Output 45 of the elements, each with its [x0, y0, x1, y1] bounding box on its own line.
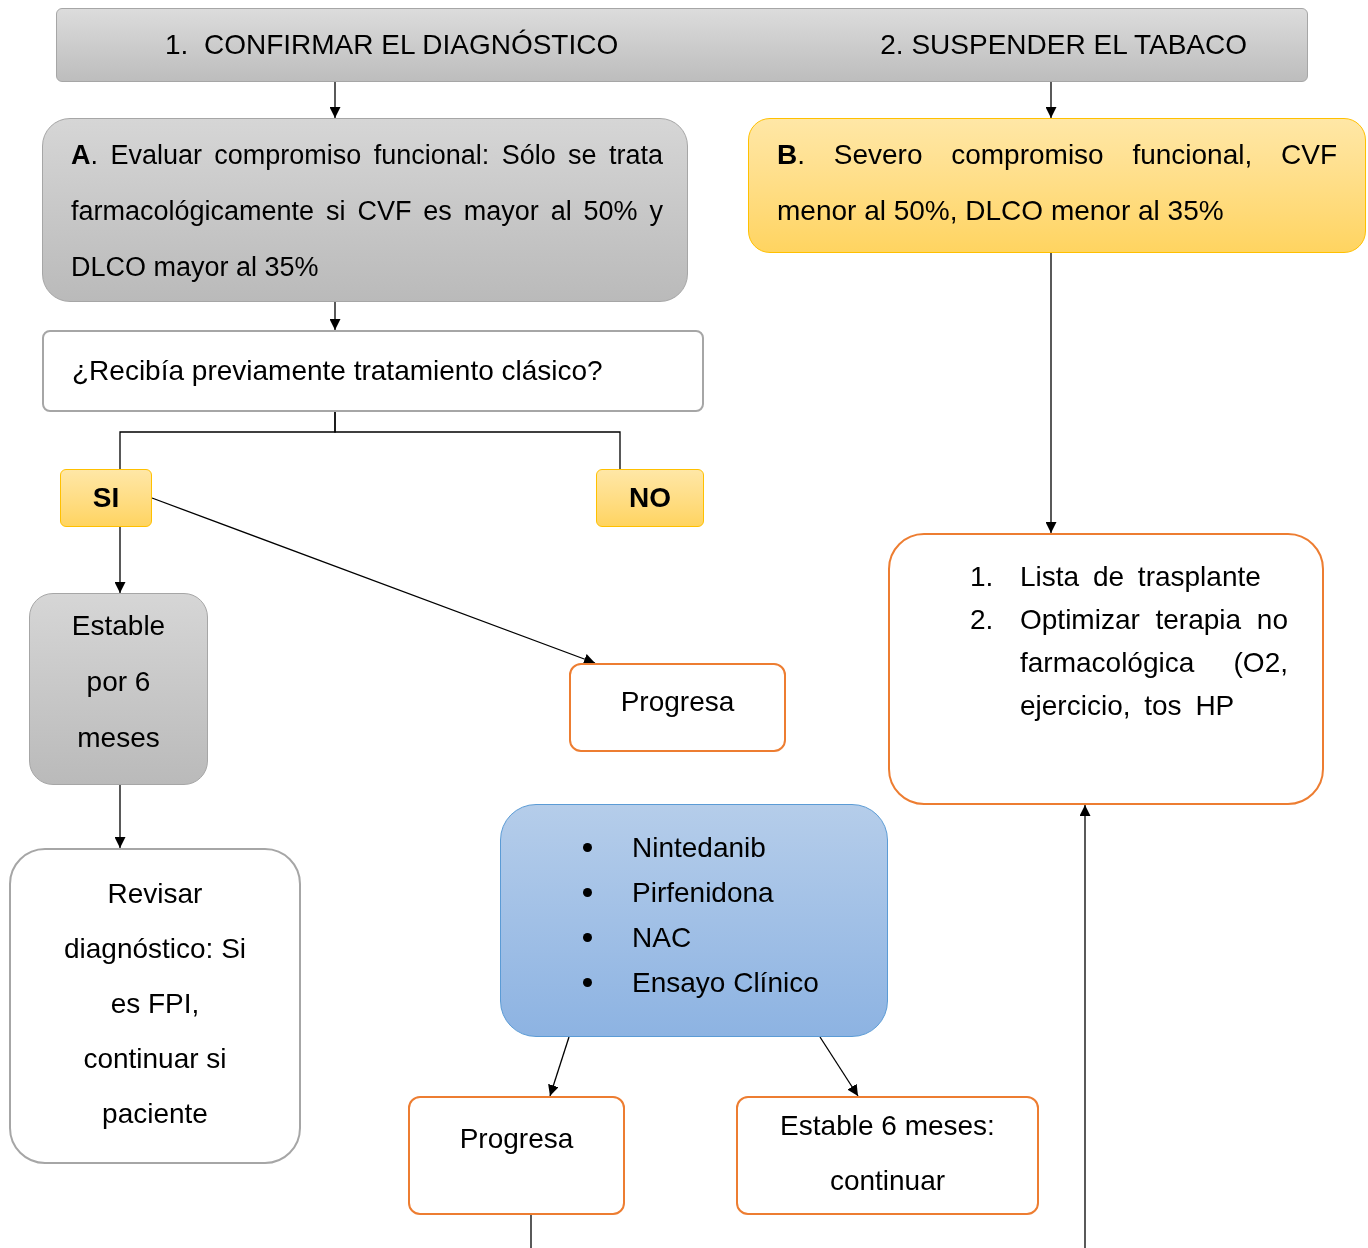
arrow [1045, 81, 1057, 119]
node-text: NO [629, 481, 671, 515]
arrow [114, 784, 126, 849]
decision-box [42, 330, 704, 412]
arrow [114, 526, 126, 594]
process-box [748, 118, 1366, 253]
list-number: 1. [970, 560, 995, 594]
list-item-text: Pirfenidona [632, 876, 774, 910]
connector-line [334, 411, 621, 470]
list-item-text: Lista de trasplante [1020, 560, 1261, 594]
process-box [9, 848, 301, 1164]
node-text: Estable por 6 meses [70, 609, 167, 755]
node-text: A. Evaluar compromiso funcional: Sólo se trata farmacológicamente si CVF es mayor al 50% y DLCO mayor al 35% [71, 139, 663, 284]
process-box [408, 1096, 625, 1215]
node-text: Revisar diagnóstico: Si es FPI, continuar si paciente [62, 877, 248, 1131]
arrow [151, 497, 596, 665]
arrow [329, 81, 341, 119]
process-box [29, 593, 208, 785]
list-number: 2. [970, 603, 995, 637]
node-text: SI [92, 481, 120, 515]
process-box [888, 533, 1324, 805]
process-box [736, 1096, 1039, 1215]
node-text: Estable 6 meses: continuar [779, 1109, 996, 1198]
process-box [569, 663, 786, 752]
node-text: B. Severo compromiso funcional, CVF menor al 50%, DLCO menor al 35% [777, 138, 1337, 228]
arrow [548, 1036, 570, 1097]
arrow [1045, 252, 1057, 534]
process-box [42, 118, 688, 302]
list-item-text: Nintedanib [632, 831, 766, 865]
answer-box [596, 469, 704, 527]
node-text: Progresa [458, 1122, 575, 1156]
list-item-text: NAC [632, 921, 692, 955]
process-box [500, 804, 888, 1037]
header-text: 2. SUSPENDER EL TABACO [880, 28, 1247, 62]
arrow [819, 1036, 859, 1097]
list-item-text: Optimizar terapia no farmacológica (O2, ejercicio, tos HP [1020, 603, 1288, 723]
node-text: ¿Recibía previamente tratamiento clásico? [72, 354, 603, 388]
arrow [1079, 804, 1091, 1248]
answer-box [60, 469, 152, 527]
arrow [329, 301, 341, 331]
list-item-text: Ensayo Clínico [632, 966, 819, 1000]
node-text: Progresa [619, 685, 736, 719]
connector-line [530, 1214, 532, 1248]
header-bar [56, 8, 1308, 82]
header-text: 1. CONFIRMAR EL DIAGNÓSTICO [165, 28, 619, 62]
